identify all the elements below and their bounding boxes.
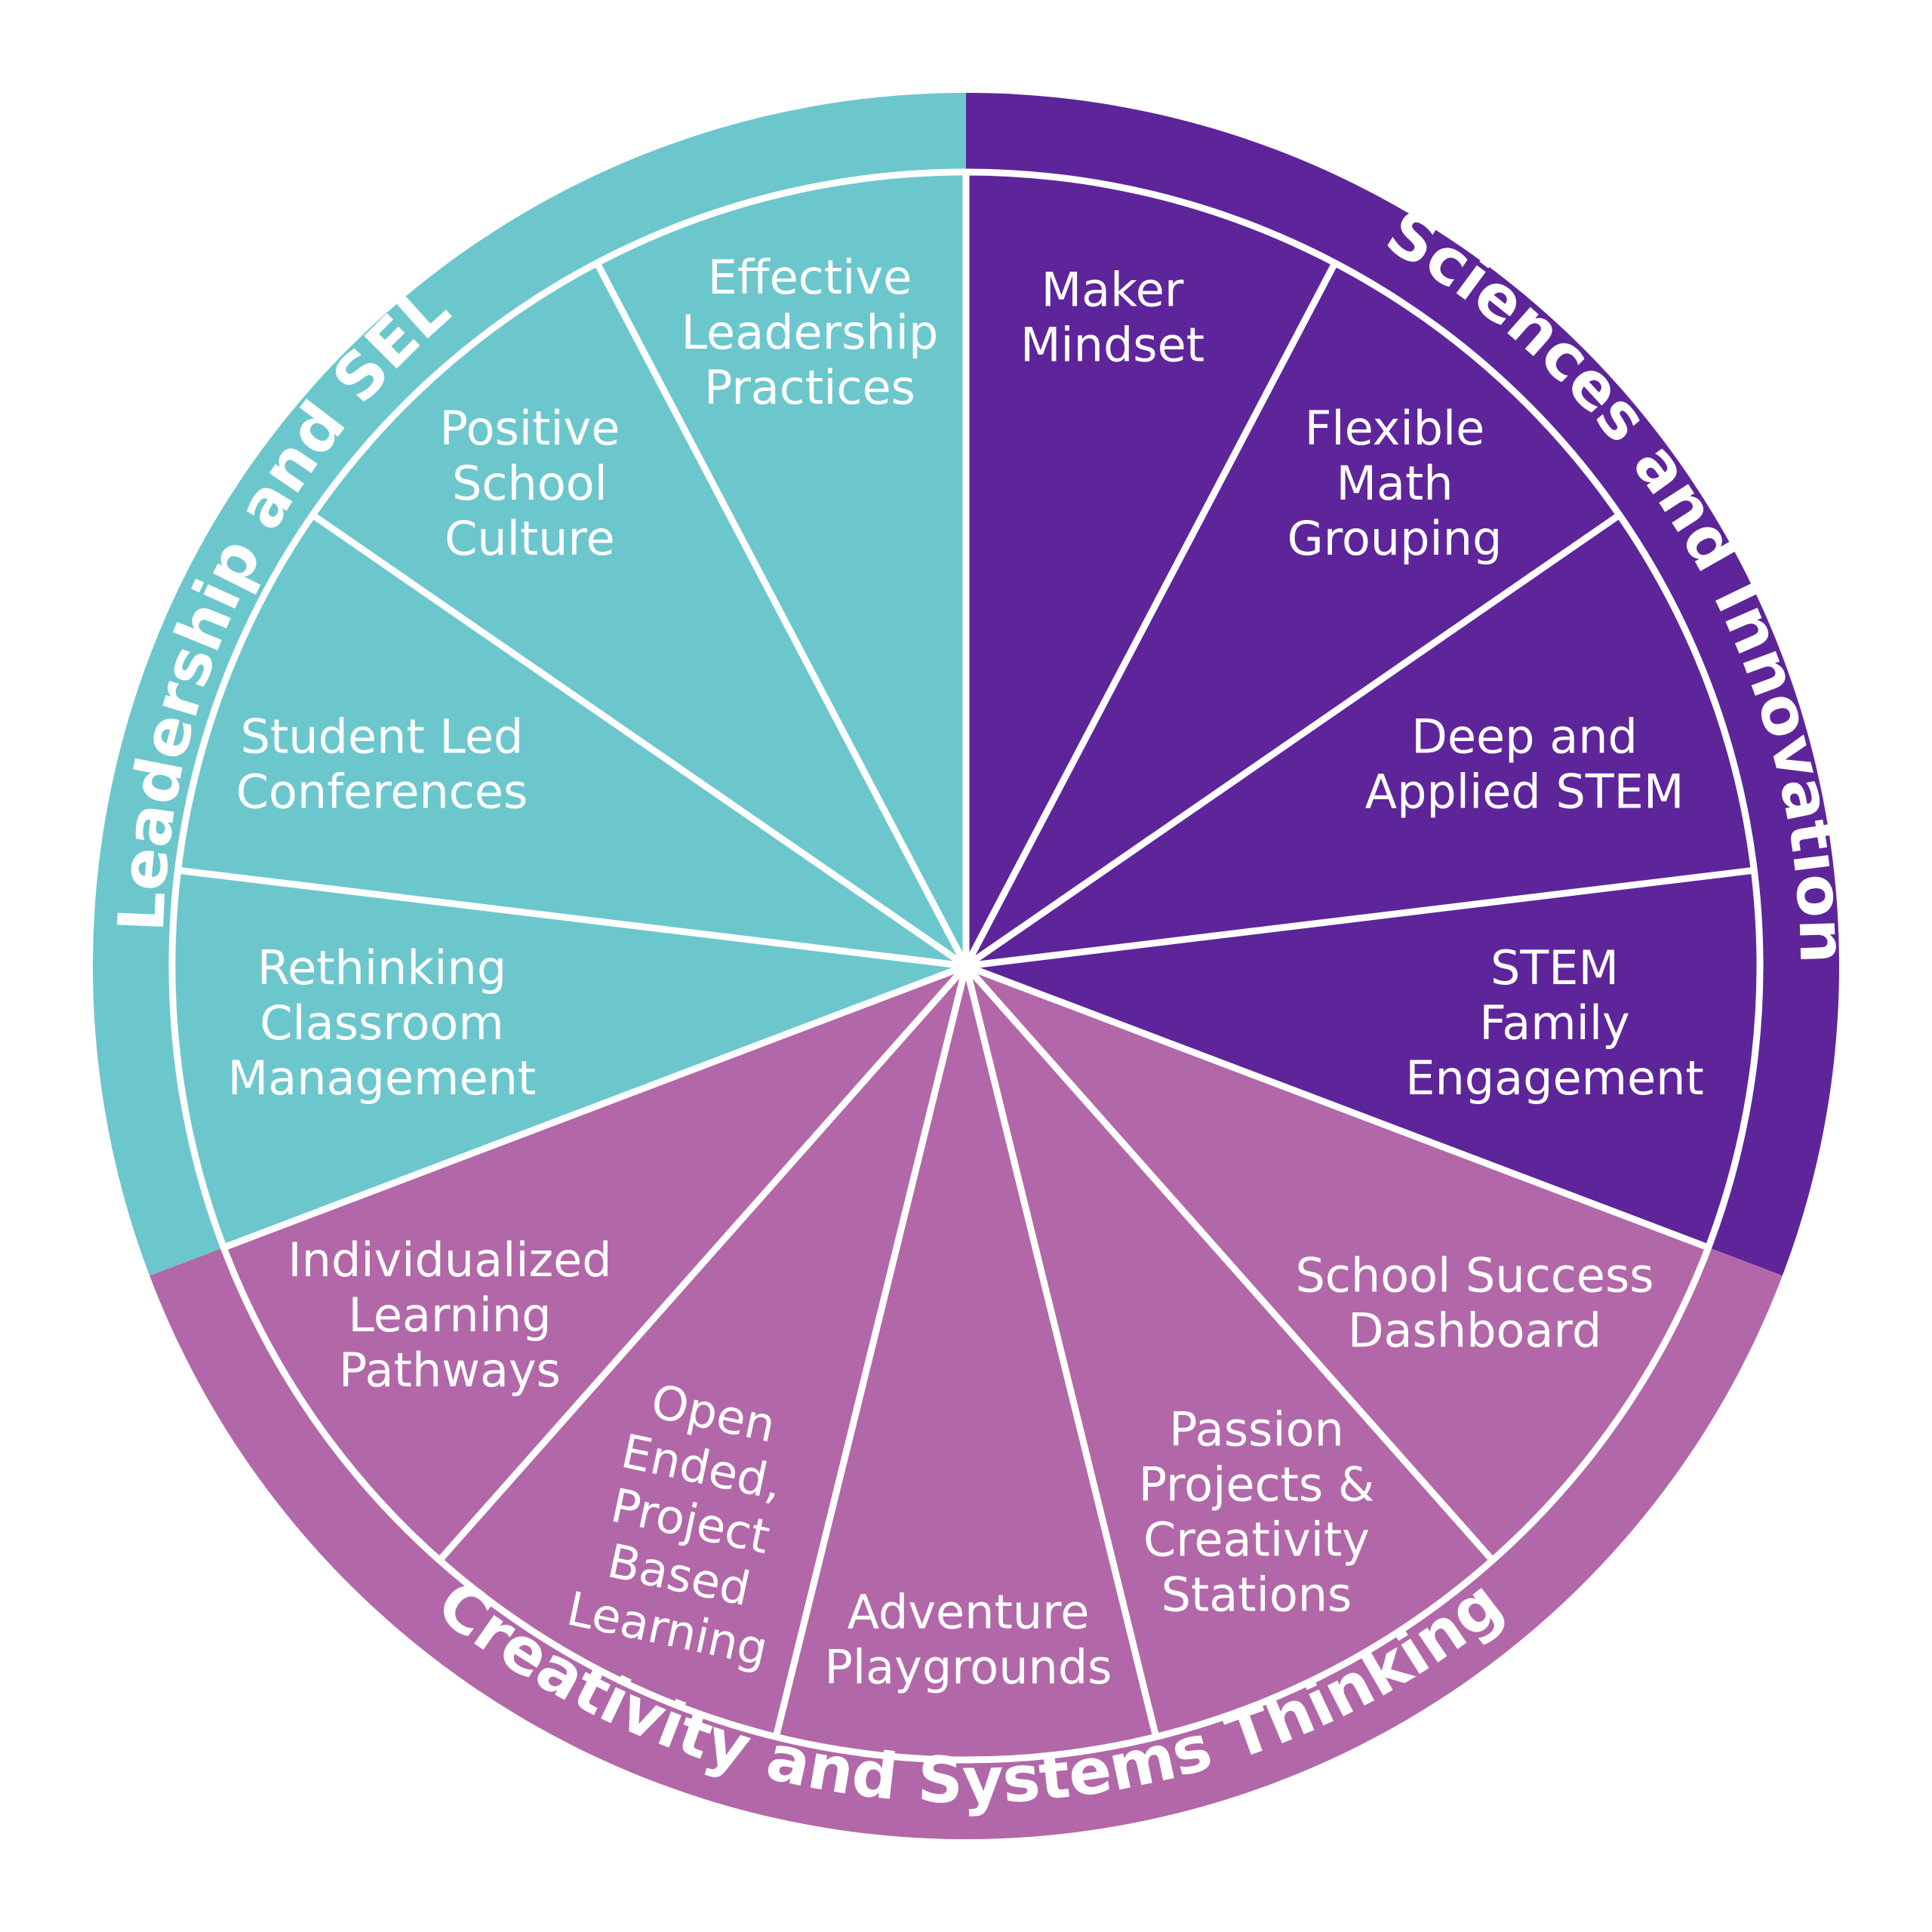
- segment-label-line: Classroom: [260, 995, 504, 1051]
- segment-label-line: Dashboard: [1348, 1303, 1601, 1358]
- segment-label-line: Student Led: [241, 709, 524, 764]
- segment-label-line: School: [452, 456, 608, 511]
- topic-segments: [172, 172, 1760, 1760]
- segment-wedge: [966, 870, 1760, 1248]
- segment-label-line: Pathways: [339, 1343, 561, 1398]
- segment-label-line: Projects &: [1139, 1457, 1374, 1512]
- segment-wedge: [312, 263, 967, 967]
- segment-wedge: [172, 870, 967, 1248]
- segment-wedge: [776, 966, 1156, 1760]
- segment-label-line: Practices: [704, 360, 915, 415]
- segment-label-line: Individualized: [288, 1232, 611, 1287]
- segment-label-line: Flexible: [1305, 401, 1485, 456]
- segment-label-line: Rethinking: [257, 940, 506, 995]
- segment-label-line: School Success: [1295, 1248, 1654, 1303]
- spoke-divider: [177, 866, 967, 970]
- segment-label-line: Playgrounds: [825, 1640, 1112, 1695]
- segment-label-line: Stations: [1161, 1567, 1352, 1623]
- segment-wedge: [439, 966, 966, 1737]
- segment-label-line: Family: [1479, 995, 1630, 1051]
- spoke-divider: [964, 512, 1622, 969]
- segment-wedge: [966, 966, 1709, 1561]
- segment-label-line: Conferences: [236, 764, 528, 820]
- segment-wedge: [177, 515, 966, 966]
- spoke-divider: [437, 964, 969, 1563]
- spoke-divider: [965, 866, 1755, 970]
- segment-label-line: Math: [1336, 456, 1453, 511]
- spoke-divider: [964, 962, 1710, 1251]
- spoke-divider: [310, 512, 968, 969]
- inner-ring-divider: [168, 168, 1764, 1764]
- segment-label-line: Management: [228, 1051, 536, 1106]
- segment-wedge: [223, 966, 966, 1561]
- segment-label-line: Mindset: [1020, 318, 1204, 373]
- segment-dividers: [177, 172, 1755, 1738]
- segment-label-line: Deep and: [1411, 709, 1638, 764]
- segment-wedge: [966, 515, 1755, 966]
- segment-label-line: Grouping: [1287, 511, 1503, 566]
- spoke-divider: [222, 962, 968, 1251]
- segment-wedge: [966, 172, 1335, 966]
- segment-wedge: [597, 172, 966, 966]
- segment-label-line: Leadership: [681, 305, 939, 360]
- segment-label: OpenEnded,ProjectBasedLearning: [562, 1365, 818, 1677]
- segment-label-line: Culture: [445, 511, 615, 566]
- spoke-divider: [963, 964, 1495, 1563]
- spoke-divider: [772, 964, 970, 1738]
- segment-label-line: Passion: [1169, 1402, 1344, 1457]
- segment-label-line: Maker: [1041, 263, 1184, 318]
- segment-label-line: STEM: [1491, 940, 1619, 995]
- segment-label-line: Creativity: [1143, 1512, 1370, 1567]
- segment-label-line: Effective: [708, 250, 912, 305]
- segment-label-line: Applied STEM: [1365, 764, 1684, 820]
- segment-wedge: [966, 966, 1493, 1737]
- spoke-divider: [962, 964, 1160, 1738]
- spoke-divider: [594, 261, 969, 968]
- segment-label-line: Engagement: [1405, 1051, 1703, 1106]
- segment-wedge: [966, 263, 1620, 967]
- segment-label-line: Positive: [439, 401, 620, 456]
- segment-label-line: Adventure: [848, 1585, 1090, 1640]
- segment-label-line: Learning: [348, 1287, 551, 1343]
- spoke-divider: [963, 261, 1338, 968]
